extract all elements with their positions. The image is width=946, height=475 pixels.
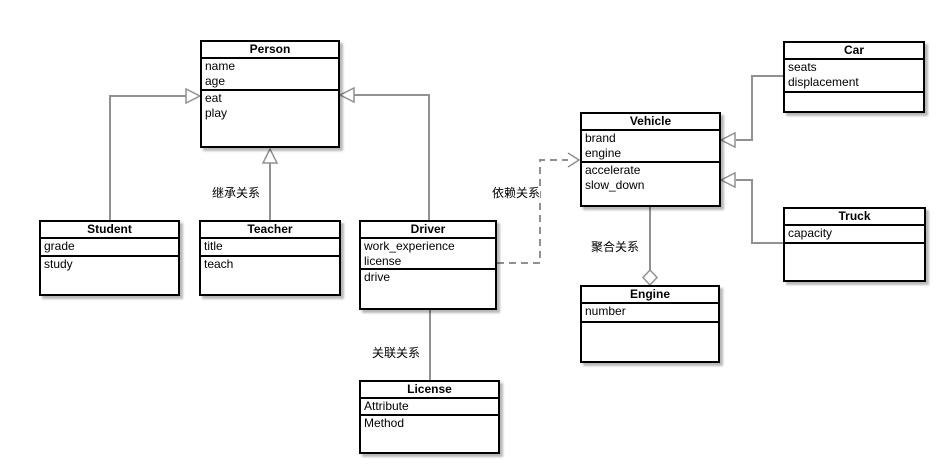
methods-section: eat play (202, 91, 338, 146)
edge-student-person[interactable] (109, 87, 202, 220)
edge-truck-vehicle[interactable] (719, 171, 783, 244)
class-truck[interactable]: Truck capacity (783, 207, 926, 282)
class-driver[interactable]: Driver work_experience license drive (359, 220, 497, 310)
class-title: Car (785, 43, 923, 60)
attribute: name (205, 59, 236, 73)
class-engine[interactable]: Engine number (580, 285, 720, 363)
methods-section: drive (361, 270, 495, 308)
class-teacher[interactable]: Teacher title teach (199, 220, 341, 296)
attribute: license (364, 254, 402, 268)
attribute: capacity (788, 226, 833, 240)
class-student[interactable]: Student grade study (39, 220, 180, 296)
attributes-section: number (582, 304, 718, 323)
attributes-section: name age (202, 59, 338, 91)
class-person[interactable]: Person name age eat play (200, 40, 340, 148)
method: study (44, 257, 73, 271)
method: accelerate (585, 163, 641, 177)
methods-section: study (41, 257, 178, 294)
attributes-section: Attribute (361, 399, 498, 416)
attribute: work_experience (364, 239, 455, 253)
attributes-section: work_experience license (361, 239, 495, 270)
attributes-section: brand engine (582, 131, 719, 163)
attributes-section: grade (41, 239, 178, 257)
edge-teacher-person[interactable] (261, 147, 279, 220)
attribute: Attribute (364, 399, 409, 413)
method: slow_down (585, 178, 645, 192)
edge-car-vehicle[interactable] (719, 75, 783, 149)
attribute: seats (788, 60, 817, 74)
class-title: Truck (785, 209, 924, 226)
attribute: age (205, 74, 226, 88)
attribute: displacement (788, 75, 859, 89)
inheritance-arrowhead (338, 86, 355, 104)
edge-label-association: 关联关系 (372, 346, 421, 360)
class-title: Person (202, 42, 338, 59)
class-title: Vehicle (582, 114, 719, 131)
method: drive (364, 270, 391, 284)
attribute: brand (585, 131, 616, 145)
edge-label-aggregation: 聚合关系 (591, 240, 640, 254)
class-title: Student (41, 222, 178, 239)
method: Method (364, 416, 405, 430)
methods-section: accelerate slow_down (582, 163, 719, 205)
method: eat (205, 91, 222, 105)
dependency-arrowhead (567, 152, 581, 168)
method: teach (204, 257, 234, 271)
attribute: number (585, 304, 626, 318)
edge-driver-vehicle[interactable] (497, 152, 581, 264)
inheritance-arrowhead (185, 87, 202, 105)
attribute: title (204, 239, 223, 253)
class-title: License (361, 382, 498, 399)
methods-section (582, 323, 718, 361)
attribute: engine (585, 146, 622, 160)
method: play (205, 106, 228, 120)
edge-driver-person[interactable] (338, 86, 430, 220)
attributes-section: seats displacement (785, 60, 923, 93)
inheritance-arrowhead (261, 147, 279, 164)
edge-vehicle-engine[interactable] (641, 207, 659, 287)
methods-section (785, 244, 924, 280)
methods-section: Method (361, 416, 498, 452)
attribute: grade (44, 239, 75, 253)
inheritance-arrowhead (719, 131, 736, 149)
class-title: Teacher (201, 222, 339, 239)
attributes-section: title (201, 239, 339, 257)
class-vehicle[interactable]: Vehicle brand engine accelerate slow_dow… (580, 112, 721, 207)
attributes-section: capacity (785, 226, 924, 244)
methods-section: teach (201, 257, 339, 294)
edge-label-inheritance: 继承关系 (212, 186, 261, 200)
class-car[interactable]: Car seats displacement (783, 41, 925, 113)
class-title: Engine (582, 287, 718, 304)
class-license[interactable]: License Attribute Method (359, 380, 500, 454)
class-title: Driver (361, 222, 495, 239)
methods-section (785, 93, 923, 111)
inheritance-arrowhead (719, 171, 736, 189)
aggregation-diamond (641, 268, 659, 287)
edge-label-dependency: 依赖关系 (492, 186, 541, 200)
